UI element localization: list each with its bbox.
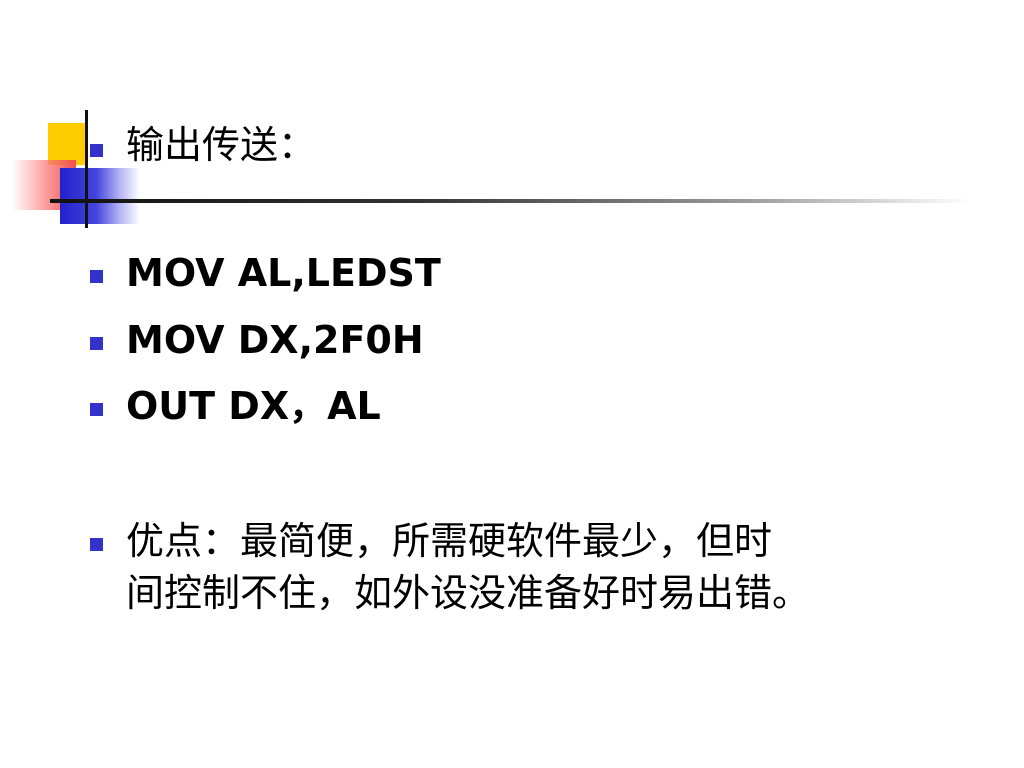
title-bullet-icon xyxy=(90,144,103,157)
bullet-icon xyxy=(90,270,103,283)
bullet-icon xyxy=(90,403,103,416)
note-paragraph: 优点：最简便，所需硬软件最少，但时 间控制不住，如外设没准备好时易出错。 xyxy=(126,515,966,619)
bullet-icon xyxy=(90,337,103,350)
code-line-1: MOV AL,LEDST xyxy=(126,251,441,295)
yellow-accent-square xyxy=(48,123,86,165)
note-line-2: 间控制不住，如外设没准备好时易出错。 xyxy=(126,571,811,615)
code-line-2: MOV DX,2F0H xyxy=(126,318,424,362)
code-line-3: OUT DX，AL xyxy=(126,384,381,428)
note-line-1: 优点：最简便，所需硬软件最少，但时 xyxy=(126,519,773,563)
title-vertical-rule xyxy=(85,110,88,228)
blue-accent-square xyxy=(60,168,140,224)
bullet-icon xyxy=(90,538,103,551)
title-horizontal-rule xyxy=(50,199,970,203)
slide-title: 输出传送： xyxy=(126,123,317,167)
